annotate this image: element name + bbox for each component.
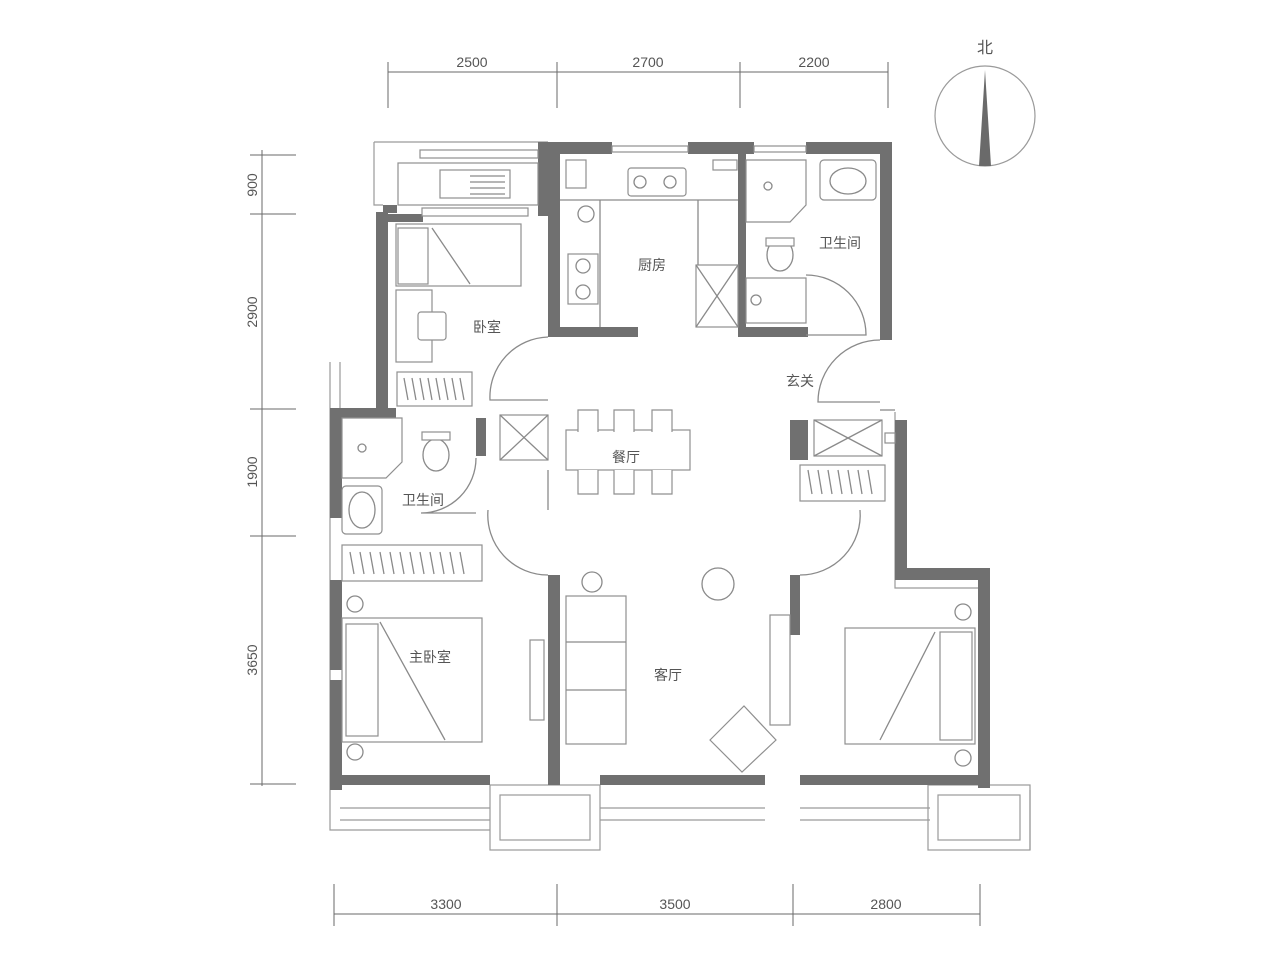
dim-top-3: 2200 <box>798 54 829 70</box>
dim-bottom-3: 2800 <box>870 896 901 912</box>
dining: 餐厅 <box>499 409 691 510</box>
dim-bottom-2: 3500 <box>659 896 690 912</box>
room-label-bathroom-west: 卫生间 <box>402 493 444 509</box>
kitchen: 厨房 <box>560 159 739 328</box>
dim-top-1: 2500 <box>456 54 487 70</box>
bathroom-north: 卫生间 <box>745 159 877 336</box>
dim-left-4: 3650 <box>244 644 260 675</box>
east-bedroom <box>844 603 976 767</box>
wardrobe <box>396 371 473 407</box>
room-label-dining: 餐厅 <box>612 450 640 466</box>
dining-table <box>565 429 691 471</box>
master-bedroom: 主卧室 <box>341 509 549 761</box>
balcony-top <box>397 162 539 206</box>
room-label-kitchen: 厨房 <box>638 258 666 274</box>
dim-top-2: 2700 <box>632 54 663 70</box>
living: 客厅 <box>565 509 861 773</box>
tv-stand <box>769 614 791 726</box>
dim-left-2: 2900 <box>244 296 260 327</box>
left-dimensions: 900 2900 1900 3650 <box>244 150 296 786</box>
bedroom: 卧室 <box>395 223 549 407</box>
wardrobe-east <box>799 464 886 502</box>
bathroom-west: 卫生间 <box>341 417 477 535</box>
north-arrow-icon <box>979 70 991 166</box>
entrance: 玄关 <box>786 339 896 502</box>
room-label-master-bedroom: 主卧室 <box>409 649 451 666</box>
compass: 北 <box>934 38 1036 167</box>
room-label-living: 客厅 <box>654 667 682 684</box>
walls <box>330 142 990 790</box>
dim-left-1: 900 <box>244 173 260 197</box>
room-label-bathroom-north: 卫生间 <box>819 236 861 252</box>
dim-left-3: 1900 <box>244 456 260 487</box>
bottom-dimensions: 3300 3500 2800 <box>333 884 981 926</box>
armchair <box>709 705 777 773</box>
dim-bottom-1: 3300 <box>430 896 461 912</box>
windows <box>419 145 807 217</box>
room-label-entrance: 玄关 <box>786 373 814 390</box>
sofa <box>565 595 627 745</box>
top-dimensions: 2500 2700 2200 <box>387 54 889 108</box>
room-label-bedroom: 卧室 <box>473 319 501 336</box>
north-label: 北 <box>977 38 993 57</box>
